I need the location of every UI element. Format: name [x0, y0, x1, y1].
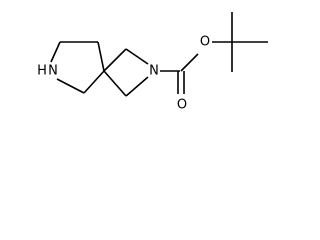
atom-label-oxygen-carbonyl: O [177, 98, 187, 113]
bond-ring-top-to-spiro [97, 41, 105, 72]
atom-label-nitrogen-amine-n: N [48, 64, 58, 79]
azetidine-ring [103, 48, 149, 97]
boc-group [160, 12, 268, 94]
pyrrolidine-ring [50, 41, 105, 94]
bond-spiro-to-azetidine-top [103, 48, 127, 72]
skeletal-formula: H N N O O [37, 12, 268, 113]
bond-azetidine-bottom-to-spiro [103, 70, 127, 97]
atom-label-oxygen-ester: O [200, 35, 210, 50]
bond-spiro-to-bottom [83, 70, 105, 94]
bond-bottom-to-nh [56, 78, 85, 94]
bond-carbonyl-to-ester-o [180, 53, 199, 72]
atom-label-nitrogen-amine: H [37, 64, 47, 79]
bond-n-to-azetidine-bottom [125, 76, 149, 97]
bond-nh-to-top [50, 41, 61, 63]
atom-label-nitrogen-azetidine: N [149, 64, 159, 79]
bond-azetidine-top-to-n [125, 48, 149, 65]
